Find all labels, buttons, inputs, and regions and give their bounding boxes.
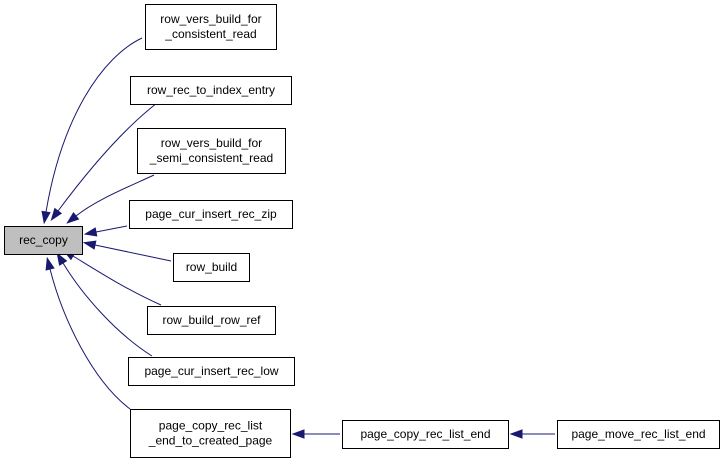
node-label: rec_copy [19, 233, 68, 247]
edge-page_cur_insert_rec_zip-to-rec_copy [95, 225, 128, 233]
node-box [129, 200, 293, 229]
node-page_cur_insert_rec_zip[interactable]: page_cur_insert_rec_zip [129, 200, 293, 229]
arrowhead-page_copy_rec_list_end_to_created_page-to-rec_copy [45, 256, 55, 271]
node-label: _consistent_read [164, 27, 256, 41]
node-label: page_move_rec_list_end [571, 427, 705, 441]
node-page_copy_rec_list_end[interactable]: page_copy_rec_list_end [342, 420, 509, 449]
edges-layer [41, 37, 555, 439]
node-label: _end_to_created_page [148, 434, 273, 448]
node-row_build_row_ref[interactable]: row_build_row_ref [147, 306, 276, 335]
node-label: row_build [186, 260, 237, 274]
arrowhead-page_copy_rec_list_end-to-page_copy_rec_list_end_to_created_page [291, 429, 305, 439]
node-box [4, 226, 83, 255]
arrowhead-page_move_rec_list_end-to-page_copy_rec_list_end [509, 429, 523, 439]
arrowhead-row_vers_build_for_consistent_read-to-rec_copy [41, 210, 51, 225]
edge-page_copy_rec_list_end_to_created_page-to-rec_copy [49, 268, 131, 410]
node-box [137, 128, 286, 174]
node-box [342, 420, 509, 449]
node-label: page_copy_rec_list_end [360, 427, 490, 441]
node-page_copy_rec_list_end_to_created_page[interactable]: page_copy_rec_list_end_to_created_page [130, 409, 291, 458]
node-label: page_cur_insert_rec_low [144, 364, 278, 378]
edge-page_cur_insert_rec_low-to-rec_copy [62, 262, 153, 357]
node-label: page_copy_rec_list [159, 419, 263, 433]
node-label: _semi_consistent_read [149, 151, 273, 165]
node-box [147, 306, 276, 335]
node-row_vers_build_for_consistent_read[interactable]: row_vers_build_for_consistent_read [145, 4, 277, 50]
edge-row_build_row_ref-to-rec_copy [72, 255, 162, 306]
node-label: row_rec_to_index_entry [147, 83, 275, 97]
node-page_move_rec_list_end[interactable]: page_move_rec_list_end [557, 420, 720, 449]
arrowhead-row_vers_build_for_semi_consistent_read-to-rec_copy [66, 212, 80, 224]
node-label: row_build_row_ref [162, 313, 261, 327]
node-label: row_vers_build_for [160, 12, 261, 26]
node-page_cur_insert_rec_low[interactable]: page_cur_insert_rec_low [128, 357, 295, 386]
node-box [145, 4, 277, 50]
node-row_build[interactable]: row_build [173, 253, 250, 282]
edge-row_rec_to_index_entry-to-rec_copy [57, 102, 158, 212]
node-box [128, 357, 295, 386]
node-box [130, 409, 291, 458]
node-label: row_vers_build_for [161, 136, 262, 150]
arrowhead-page_cur_insert_rec_low-to-rec_copy [56, 252, 68, 266]
arrowhead-row_build-to-rec_copy [82, 240, 97, 250]
node-box [130, 76, 292, 105]
nodes-layer: rec_copyrow_vers_build_for_consistent_re… [4, 4, 720, 458]
node-row_vers_build_for_semi_consistent_read[interactable]: row_vers_build_for_semi_consistent_read [137, 128, 286, 174]
node-rec_copy[interactable]: rec_copy [4, 226, 83, 255]
edge-row_build-to-rec_copy [94, 244, 172, 262]
arrowhead-page_cur_insert_rec_zip-to-rec_copy [83, 227, 98, 237]
edge-row_vers_build_for_semi_consistent_read-to-rec_copy [75, 174, 155, 217]
node-box [173, 253, 250, 282]
arrowhead-row_rec_to_index_entry-to-rec_copy [50, 207, 63, 222]
node-box [557, 420, 720, 449]
edge-row_vers_build_for_consistent_read-to-rec_copy [45, 37, 143, 213]
node-label: page_cur_insert_rec_zip [145, 207, 277, 221]
node-row_rec_to_index_entry[interactable]: row_rec_to_index_entry [130, 76, 292, 105]
